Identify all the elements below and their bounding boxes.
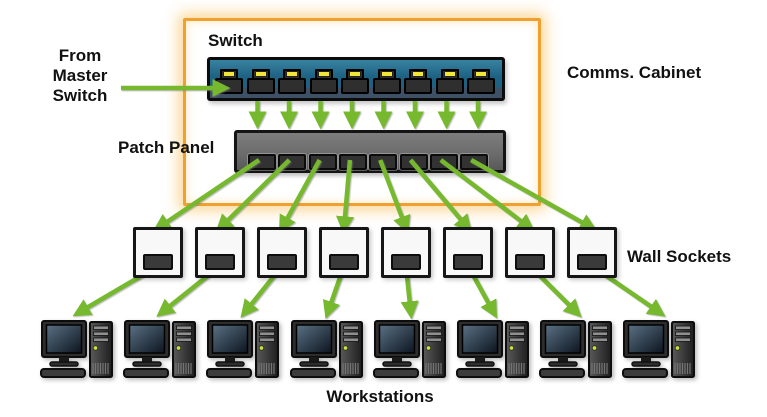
port-led-icon bbox=[349, 71, 361, 77]
wall-socket-port-icon bbox=[329, 254, 359, 270]
switch-label: Switch bbox=[208, 31, 263, 50]
patch-panel-port-icon bbox=[308, 154, 337, 170]
port-led-icon bbox=[317, 71, 330, 77]
switch-port-icon bbox=[467, 78, 495, 94]
switch-device-icon bbox=[207, 57, 505, 101]
port-led-icon bbox=[286, 71, 298, 77]
port-led-icon bbox=[380, 71, 393, 77]
switch-port-icon bbox=[435, 78, 464, 94]
port-led-icon bbox=[475, 71, 487, 77]
wall-socket-port-icon bbox=[515, 254, 545, 270]
workstation-icon bbox=[373, 320, 449, 380]
patch-panel-port-icon bbox=[399, 154, 428, 170]
workstation-icon bbox=[622, 320, 698, 380]
wall-socket-icon bbox=[257, 227, 307, 278]
switch-port-icon bbox=[246, 78, 275, 94]
wall-socket-port-icon bbox=[267, 254, 297, 270]
wall-socket-port-icon bbox=[577, 254, 607, 270]
port-led-icon bbox=[412, 71, 424, 77]
patch-panel-port-icon bbox=[429, 154, 458, 170]
patch-panel-label: Patch Panel bbox=[118, 138, 215, 157]
port-led-icon bbox=[443, 71, 456, 77]
wall-socket-port-icon bbox=[205, 254, 235, 270]
patch-panel-port-icon bbox=[248, 154, 276, 170]
wall-socket-icon bbox=[319, 227, 369, 278]
wall-socket-icon bbox=[443, 227, 493, 278]
port-led-icon bbox=[223, 71, 235, 77]
patch-panel-port-icon bbox=[338, 154, 367, 170]
wall-sockets-label: Wall Sockets bbox=[627, 247, 732, 266]
comms-cabinet-label: Comms. Cabinet bbox=[567, 63, 702, 82]
workstation-icon bbox=[539, 320, 615, 380]
wall-socket-icon bbox=[505, 227, 555, 278]
wall-socket-icon bbox=[567, 227, 617, 278]
workstation-icon bbox=[290, 320, 366, 380]
wall-socket-port-icon bbox=[391, 254, 421, 270]
patch-panel-port-icon bbox=[278, 154, 307, 170]
workstation-icon bbox=[40, 320, 116, 380]
wall-socket-icon bbox=[195, 227, 245, 278]
workstations-label: Workstations bbox=[326, 387, 434, 406]
wall-socket-icon bbox=[133, 227, 183, 278]
wall-socket-port-icon bbox=[143, 254, 173, 270]
patch-panel-port-icon bbox=[369, 154, 398, 170]
switch-port-icon bbox=[404, 78, 432, 94]
patch-panel-port-icon bbox=[460, 154, 489, 170]
switch-port-icon bbox=[278, 78, 306, 94]
patch-panel-device-icon bbox=[234, 130, 506, 173]
switch-port-icon bbox=[372, 78, 401, 94]
switch-port-icon bbox=[341, 78, 369, 94]
wall-socket-icon bbox=[381, 227, 431, 278]
switch-port-icon bbox=[215, 78, 243, 94]
workstation-icon bbox=[206, 320, 282, 380]
wall-socket-port-icon bbox=[453, 254, 483, 270]
switch-port-icon bbox=[309, 78, 338, 94]
workstation-icon bbox=[123, 320, 199, 380]
workstation-icon bbox=[456, 320, 532, 380]
port-led-icon bbox=[254, 71, 267, 77]
from-master-switch-label: From Master Switch bbox=[52, 46, 108, 105]
